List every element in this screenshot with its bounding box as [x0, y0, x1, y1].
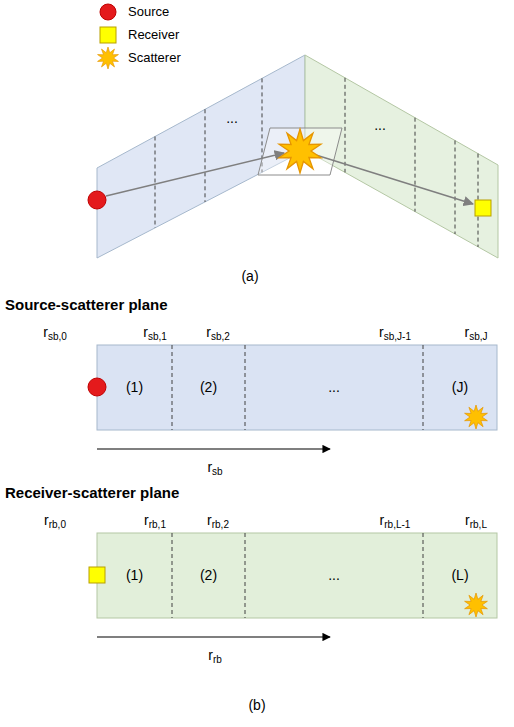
range-cell: ... — [245, 345, 423, 430]
range-label: rsb,1 — [143, 324, 167, 340]
plane-band: Source-scatterer plane(1)(2)...(J) — [97, 345, 497, 430]
range-label: rrb,L — [465, 512, 487, 528]
figure-label: (a) — [241, 268, 258, 284]
cell-label: (1) — [126, 567, 143, 583]
receiver-symbol — [89, 567, 105, 583]
range-label: rrb,1 — [144, 512, 166, 528]
divider-line — [423, 345, 424, 430]
divider-line — [345, 78, 346, 173]
variable-letter: r — [208, 647, 213, 663]
receiver-symbol — [100, 27, 116, 43]
variable-letter: r — [379, 324, 384, 340]
divider-line — [423, 533, 424, 618]
range-label: rsb,0 — [43, 324, 67, 340]
divider-line — [415, 118, 416, 212]
cell-label: (2) — [200, 567, 217, 583]
divider-line — [245, 533, 246, 618]
variable-letter: r — [143, 324, 148, 340]
legend-text: Source — [128, 5, 169, 20]
source-plane-band — [97, 345, 497, 430]
range-label: rsb,J-1 — [379, 324, 411, 340]
source-symbol — [88, 378, 106, 396]
variable-letter: r — [207, 459, 212, 475]
variable-letter: r — [380, 512, 385, 528]
range-arrow — [97, 636, 330, 637]
range-cell: ... — [245, 533, 423, 618]
plane-dividers — [155, 78, 478, 247]
range-cell: (1) — [97, 345, 172, 430]
subscript: rb,0 — [49, 519, 66, 530]
divider-line — [155, 137, 156, 228]
scatterer-symbol — [279, 129, 321, 173]
range-label: rrb,2 — [207, 512, 229, 528]
figure-label: (b) — [248, 697, 265, 713]
range-cell: (1) — [97, 533, 172, 618]
cell-label: ... — [328, 567, 340, 583]
plane-band: Receiver-scatterer plane(1)(2)...(L) — [97, 533, 497, 618]
range-label: rsb,J — [464, 324, 487, 340]
variable-letter: r — [206, 324, 211, 340]
range-label: rrb,0 — [44, 512, 66, 528]
range-arrow — [97, 448, 330, 449]
cell-label: (1) — [126, 379, 143, 395]
scatterer-symbol — [465, 593, 488, 617]
variable-letter: r — [43, 324, 48, 340]
variable-letter: r — [44, 512, 49, 528]
variable-letter: r — [464, 324, 469, 340]
divider-line — [205, 109, 206, 202]
cell-label: ... — [328, 379, 340, 395]
subscript: rb,L — [470, 519, 487, 530]
cell-label: (J) — [452, 379, 468, 395]
scatterer-symbol — [98, 47, 119, 69]
subscript: sb,1 — [148, 331, 167, 342]
plane-dividers — [172, 345, 423, 430]
divider-line — [172, 533, 173, 618]
range-label: rrb,L-1 — [380, 512, 411, 528]
legend-text: Scatterer — [128, 51, 181, 66]
range-cell: (2) — [172, 533, 245, 618]
subscript: sb — [212, 466, 223, 477]
receiver-symbol — [475, 200, 491, 216]
range-cell: (2) — [172, 345, 245, 430]
variable-letter: r — [207, 512, 212, 528]
figure-label: ... — [374, 117, 386, 133]
scatterer-patch — [258, 128, 342, 175]
figure-label: ... — [226, 110, 238, 126]
cell-label: (2) — [200, 379, 217, 395]
legend-text: Receiver — [128, 28, 179, 43]
plane-dividers — [172, 533, 423, 618]
range-label: rsb — [207, 459, 222, 475]
range-label: rrb — [208, 647, 222, 663]
subscript: rb,2 — [212, 519, 229, 530]
subscript: sb,0 — [48, 331, 67, 342]
subscript: rb — [213, 654, 222, 665]
subscript: rb,L-1 — [384, 519, 410, 530]
incident-ray — [106, 153, 284, 196]
range-cell: (J) — [423, 345, 497, 430]
scattered-ray — [316, 155, 473, 204]
range-cell: (L) — [423, 533, 497, 618]
source-symbol — [100, 4, 116, 20]
source-symbol — [88, 191, 106, 209]
divider-line — [172, 345, 173, 430]
subscript: sb,2 — [211, 331, 230, 342]
variable-letter: r — [144, 512, 149, 528]
plane-heading: Receiver-scatterer plane — [5, 484, 179, 501]
divider-line — [245, 345, 246, 430]
scatterer-symbol — [465, 405, 488, 429]
subscript: sb,J — [469, 331, 487, 342]
subscript: sb,J-1 — [384, 331, 411, 342]
variable-letter: r — [465, 512, 470, 528]
cell-label: (L) — [451, 567, 468, 583]
divider-line — [455, 141, 456, 235]
range-label: rsb,2 — [206, 324, 230, 340]
subscript: rb,1 — [149, 519, 166, 530]
plane-heading: Source-scatterer plane — [5, 296, 168, 313]
receiver-plane-band — [97, 533, 497, 618]
